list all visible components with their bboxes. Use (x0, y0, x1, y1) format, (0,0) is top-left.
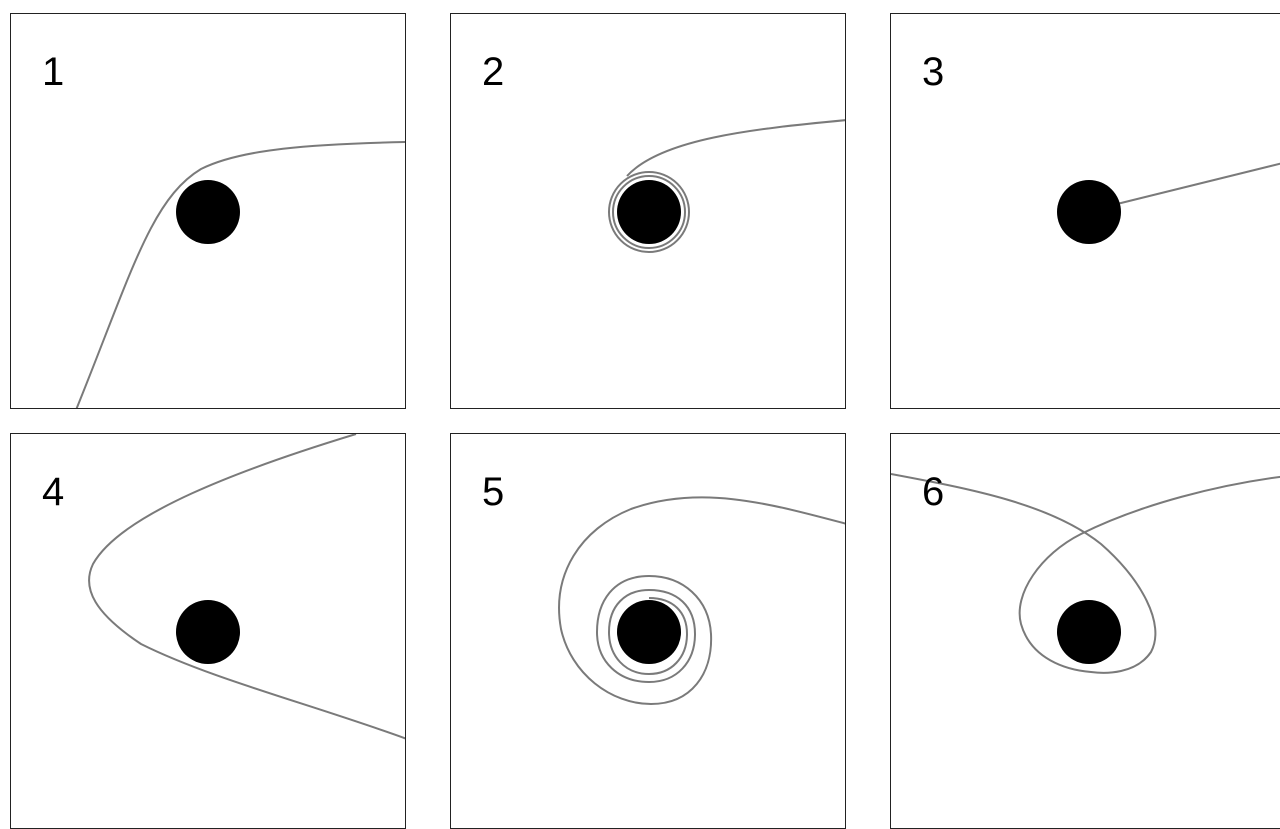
trajectory-path (558, 496, 845, 706)
panel-4: 4 (10, 433, 406, 829)
panel-3: 3 (890, 13, 1280, 409)
orbit-ring (608, 171, 690, 253)
panel-2: 2 (450, 13, 846, 409)
panel-5: 5 (450, 433, 846, 829)
panel-1: 1 (10, 13, 406, 409)
panel-5-diagram (558, 496, 845, 706)
panel-number: 5 (482, 470, 505, 514)
orbit-ring (612, 175, 686, 249)
panel-number: 1 (42, 50, 65, 94)
black-hole (1057, 180, 1121, 244)
panel-4-diagram (88, 434, 405, 740)
panel-2-diagram (608, 119, 845, 253)
panel-3-diagram (1057, 162, 1280, 244)
panel-number: 3 (922, 50, 945, 94)
trajectory-path (626, 119, 845, 177)
black-hole (1057, 600, 1121, 664)
panel-number: 4 (42, 470, 65, 514)
panel-1-diagram (75, 141, 405, 408)
panel-6: 6 (890, 433, 1280, 829)
panel-number: 2 (482, 50, 505, 94)
black-hole (617, 600, 681, 664)
panel-number: 6 (922, 470, 945, 514)
black-hole (176, 180, 240, 244)
trajectory-path (75, 141, 405, 408)
trajectory-path (891, 473, 1280, 674)
black-hole (617, 180, 681, 244)
panel-6-diagram (891, 473, 1280, 674)
trajectory-path (1116, 162, 1280, 205)
trajectory-path (88, 434, 405, 740)
black-hole (176, 600, 240, 664)
